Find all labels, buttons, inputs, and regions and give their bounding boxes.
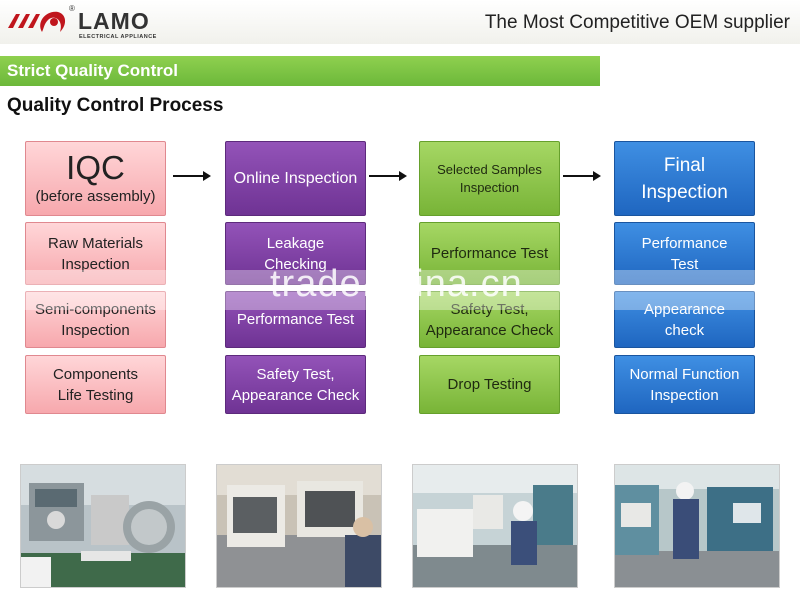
iqc-item-semi-components: Semi-components Inspection [25,291,166,348]
inspection-photo [412,464,578,588]
online-item-leakage: Leakage Checking [225,222,366,285]
samples-item-drop-testing: Drop Testing [419,355,560,414]
iqc-item-life-testing: Components Life Testing [25,355,166,414]
lamo-logo: ® LAMO ELECTRICAL APPLIANCE [6,4,156,42]
lab-testing-photo [20,464,186,588]
samples-item-safety: Safety Test, Appearance Check [419,291,560,348]
iqc-subtitle: (before assembly) [35,187,156,205]
iqc-header-box: IQC (before assembly) [25,141,166,216]
iqc-item-raw-materials: Raw Materials Inspection [25,222,166,285]
header-bar: ® LAMO ELECTRICAL APPLIANCE The Most Com… [0,0,800,44]
section-banner-title: Strict Quality Control [7,61,178,80]
page-subtitle: Quality Control Process [7,95,224,116]
iqc-title: IQC [66,148,125,186]
lamo-logo-icon [8,11,66,32]
final-item-normal-function: Normal Function Inspection [614,355,755,414]
logo-subtitle: ELECTRICAL APPLIANCE [79,34,157,40]
assembly-line-photo [216,464,382,588]
section-banner: Strict Quality Control [0,56,600,86]
final-test-photo [614,464,780,588]
samples-item-performance: Performance Test [419,222,560,285]
online-inspection-box: Online Inspection [225,141,366,216]
final-inspection-box: Final Inspection [614,141,755,216]
online-item-performance: Performance Test [225,291,366,348]
logo-name: LAMO [78,8,150,34]
flow-arrow-1 [173,171,211,181]
watermark-band [0,270,800,310]
header-tagline: The Most Competitive OEM supplier [484,12,790,33]
final-item-appearance: Appearance check [614,291,755,348]
flow-arrow-2 [369,171,407,181]
online-item-safety: Safety Test, Appearance Check [225,355,366,414]
final-item-performance: Performance Test [614,222,755,285]
samples-inspection-box: Selected Samples Inspection [419,141,560,216]
logo-registered-mark: ® [69,4,75,13]
flow-arrow-3 [563,171,601,181]
watermark-text: trade.china.cn [270,263,523,305]
